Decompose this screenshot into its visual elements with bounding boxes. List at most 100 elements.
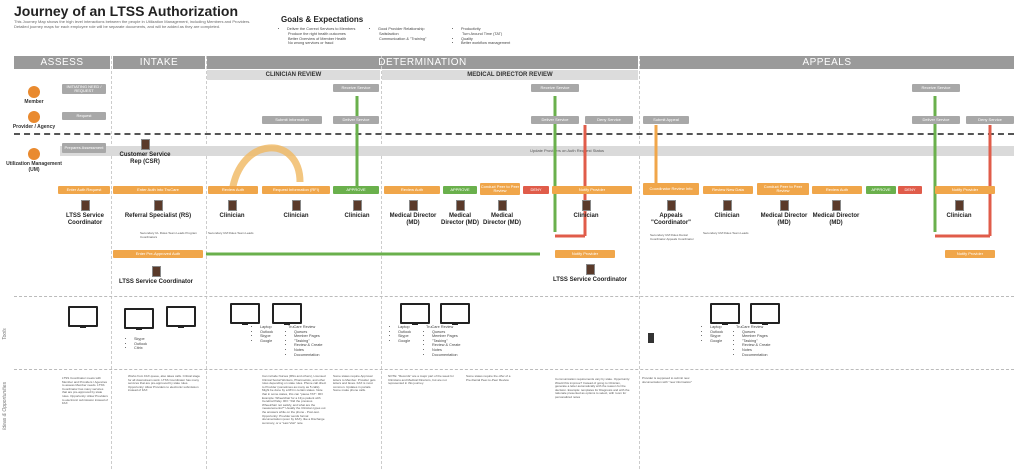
initiating-need-box[interactable]: INITIATING NEED / REQUEST (62, 84, 106, 94)
role-note: Secondary UM Roles Team Leads (208, 231, 254, 235)
tools-list: TruCare Review QueuesMember Pages"Taskin… (288, 325, 334, 357)
deny-box[interactable]: DENY (898, 186, 922, 194)
phase-appeals: APPEALS (640, 56, 1014, 69)
goal-subitem: Produce the right health outcomes (288, 31, 346, 36)
receive-service-box[interactable]: Receive Service (912, 84, 960, 92)
idea-note: Provider is supposed to submit new docum… (642, 376, 692, 384)
separator (206, 56, 207, 469)
role-ltss-coordinator: LTSS Service Coordinator (56, 200, 114, 227)
tools-list: TruCare Review QueuesMember Pages"Taskin… (426, 325, 472, 357)
phase-assess: ASSESS (14, 56, 110, 69)
role-note: Secondary UL Roles Team Leads Program Co… (140, 231, 197, 239)
review-new-data-box[interactable]: Review New Data (703, 186, 753, 194)
role-medical-director: Medical Director (MD) (388, 200, 438, 227)
tools-list: TruCare Review QueuesMember Pages"Taskin… (736, 325, 782, 357)
phase-intake: INTAKE (113, 56, 205, 69)
separator (111, 56, 112, 469)
deny-box[interactable]: DENY (523, 186, 549, 194)
goal-subitem: Better Overview of Member Health (288, 36, 347, 41)
role-clinician: Clinician (208, 200, 256, 220)
person-icon (153, 200, 163, 211)
person-icon (408, 200, 418, 211)
receive-service-box[interactable]: Receive Service (531, 84, 579, 92)
computer-icon (166, 306, 196, 328)
approve-box[interactable]: APPROVE (443, 186, 477, 194)
deny-service-box[interactable]: Deny Service (966, 116, 1014, 124)
lane-member: Member (14, 86, 54, 105)
goals-column-3: Productivity Turn Around Time (TAT) Qual… (455, 27, 535, 46)
notify-provider-box[interactable]: Notify Provider (552, 186, 632, 194)
role-note: Secondary UM Roles Denial Coordinator Ap… (650, 233, 694, 241)
separator (639, 56, 640, 469)
request-box[interactable]: Request (62, 112, 106, 120)
lane-provider: Provider / Agency (6, 111, 62, 130)
notify-provider-box[interactable]: Notify Provider (945, 250, 995, 258)
goal-subitem: No wrong services or fraud (288, 41, 334, 46)
notify-provider-box[interactable]: Notify Provider (555, 250, 615, 258)
submit-appeal-box[interactable]: Submit Appeal (643, 116, 689, 124)
notify-provider-box[interactable]: Notify Provider (935, 186, 995, 194)
coordinator-review-box[interactable]: Coordinator Review Info (643, 183, 699, 195)
role-csr: Customer Service Rep (CSR) (115, 139, 175, 166)
phone-icon (648, 333, 654, 343)
deliver-service-box[interactable]: Deliver Service (912, 116, 960, 124)
review-auth-box[interactable]: Review Auth (384, 186, 440, 194)
enter-auth-request-box[interactable]: Enter Auth Request (58, 186, 110, 194)
receive-service-box[interactable]: Receive Service (333, 84, 379, 92)
role-ltss-coordinator: LTSS Service Coordinator (118, 266, 194, 286)
idea-note: Some states require Approval letters to … (333, 374, 376, 393)
team-icon (28, 148, 40, 160)
peer-review-box[interactable]: Conduct Peer to Peer Review (480, 183, 520, 195)
person-icon (954, 200, 964, 211)
person-icon (585, 264, 595, 275)
computer-icon (750, 303, 780, 325)
computer-icon (272, 303, 302, 325)
role-clinician: Clinician (562, 200, 610, 220)
computer-icon (68, 306, 98, 328)
person-icon (581, 200, 591, 211)
review-auth-box[interactable]: Review Auth (812, 186, 862, 194)
person-icon (831, 200, 841, 211)
idea-note: LTSS Coordinator meets with Member and P… (62, 376, 108, 406)
request-information-box[interactable]: Request Information (RFI) (262, 186, 330, 194)
role-medical-director: Medical Director (MD) (482, 200, 522, 227)
submit-information-box[interactable]: Submit Information (262, 116, 322, 124)
review-auth-box[interactable]: Review Auth (208, 186, 258, 194)
tools-list: LaptopOutlookSkypeGoogle (392, 325, 422, 343)
person-icon (666, 200, 676, 211)
phase-determination: DETERMINATION (207, 56, 638, 69)
person-icon (28, 86, 40, 98)
role-clinician: Clinician (935, 200, 983, 220)
role-medical-director: Medical Director (MD) (440, 200, 480, 227)
row-divider (14, 369, 1014, 370)
computer-icon (124, 308, 154, 330)
peer-review-box[interactable]: Conduct Peer to Peer Review (757, 183, 809, 195)
approve-box[interactable]: APPROVE (866, 186, 896, 194)
lane-divider (14, 133, 1014, 135)
person-icon (722, 200, 732, 211)
role-clinician: Clinician (333, 200, 381, 220)
idea-note: Some states require the offer of a Pre-D… (466, 374, 511, 382)
lane-um: Utilization Management (UM) (6, 148, 62, 173)
page-title: Journey of an LTSS Authorization (14, 3, 238, 19)
prepares-assessment-box[interactable]: Prepares Assessment (62, 143, 106, 153)
enter-auth-truecare-box[interactable]: Enter Auth into TruCare (113, 186, 203, 194)
role-ltss-coordinator: LTSS Service Coordinator (552, 264, 628, 284)
deliver-service-box[interactable]: Deliver Service (531, 116, 579, 124)
row-divider (14, 296, 1014, 297)
person-icon (140, 139, 150, 150)
enter-preapproved-box[interactable]: Enter Pre-Approved Auth (113, 250, 203, 258)
role-appeals-coordinator: Appeals "Coordinator" (643, 200, 699, 227)
goal-item: Productivity (461, 27, 535, 32)
role-medical-director: Medical Director (MD) (812, 200, 860, 227)
deliver-service-box[interactable]: Deliver Service (333, 116, 379, 124)
person-icon (497, 200, 507, 211)
computer-icon (230, 303, 260, 325)
goal-subitem: Turn Around Time (TAT) (462, 31, 503, 36)
subphase-md-review: MEDICAL DIRECTOR REVIEW (382, 70, 638, 80)
deny-service-box[interactable]: Deny Service (585, 116, 633, 124)
idea-note: Communication requirements vary by state… (555, 377, 631, 399)
goal-item: Good Provider Relationship (378, 27, 452, 32)
approve-box[interactable]: APPROVE (333, 186, 379, 194)
rfi-loop-arrow (228, 144, 304, 193)
